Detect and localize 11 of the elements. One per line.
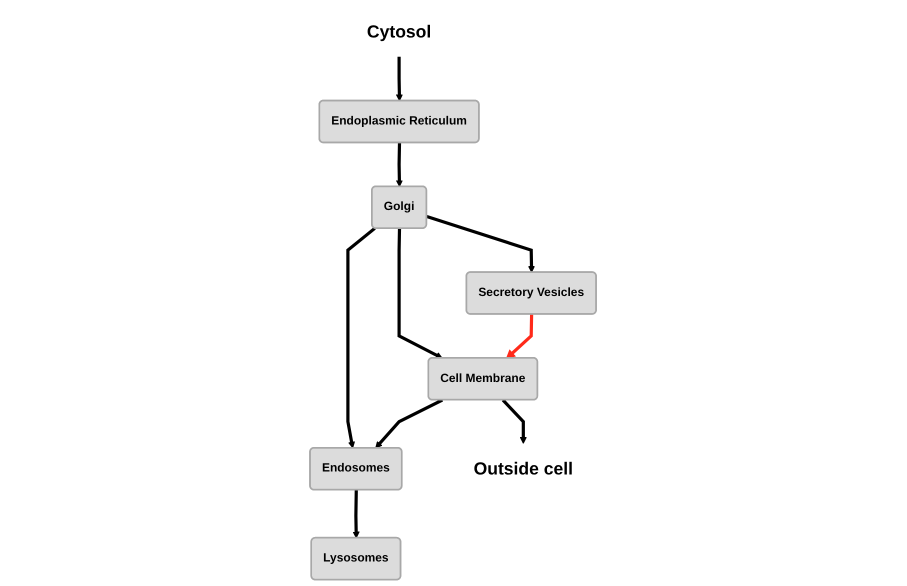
- node-text: Cytosol: [366, 22, 432, 42]
- arrow: [502, 399, 527, 444]
- arrow: [375, 398, 444, 448]
- arrow: [426, 214, 535, 273]
- node-text: Outside cell: [474, 458, 574, 479]
- arrow: [506, 314, 534, 360]
- arrow: [398, 228, 443, 359]
- arrow: [352, 490, 360, 538]
- arrow: [396, 56, 403, 102]
- arrow: [346, 227, 376, 448]
- arrow: [396, 142, 403, 187]
